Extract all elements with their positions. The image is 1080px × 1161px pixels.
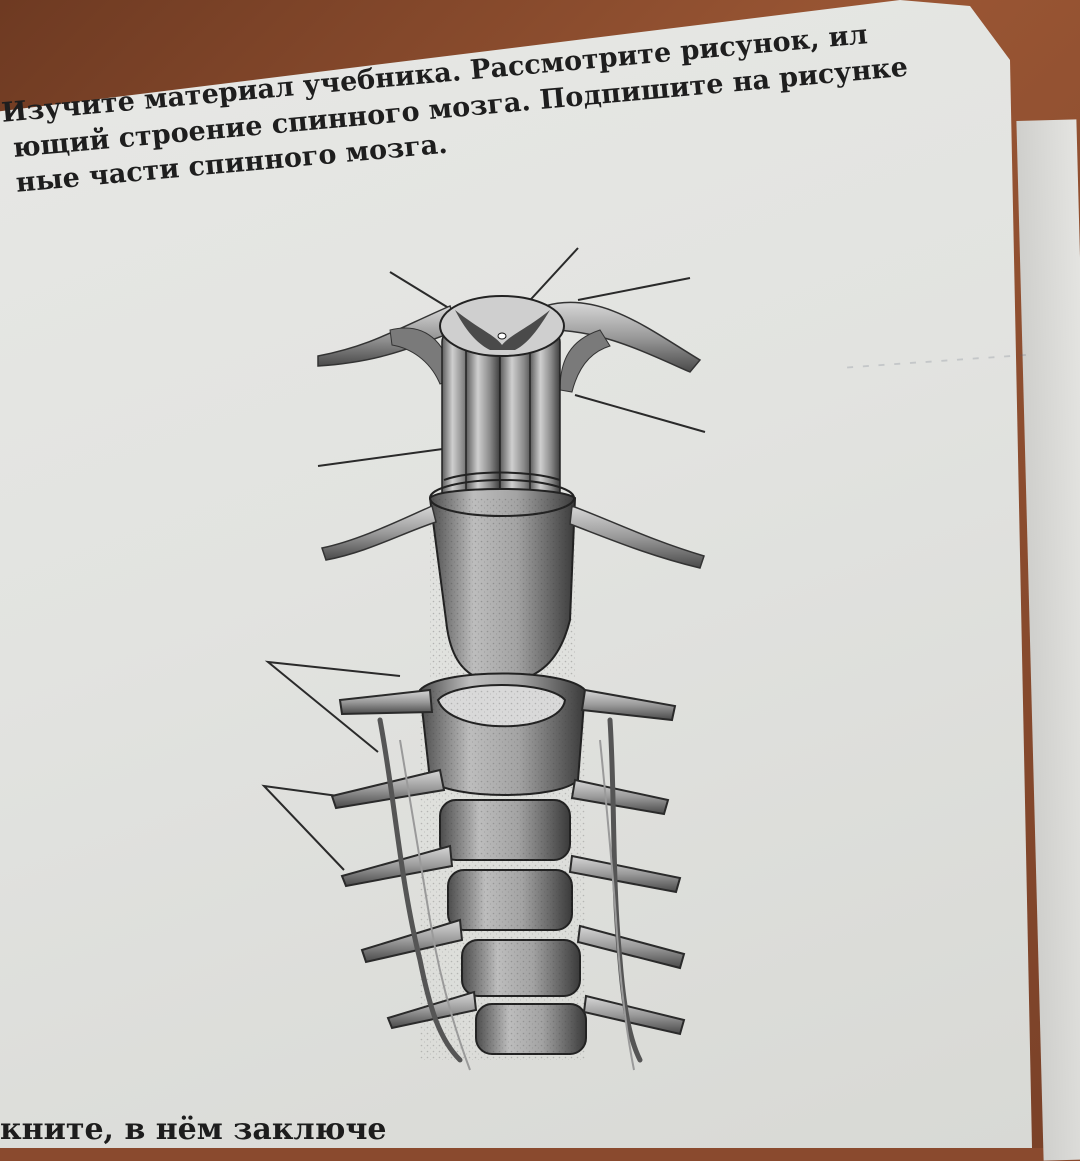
leader-line-vertebra [264,660,401,753]
mid-spinal-nerves [321,504,705,569]
cord-cross-section [439,295,565,357]
lateral-spinal-nerves [330,688,686,1036]
spinal-cord-columns [441,325,561,527]
leader-line-white-matter [317,447,451,467]
next-paragraph-text: кните, в нём заключе [0,1112,387,1147]
leader-lines [261,247,706,871]
leader-line-posterior-root [577,277,691,301]
leader-line-spinal-nerve [574,394,706,433]
upper-nerve-roots [317,301,702,393]
leader-line-nerves [261,784,345,871]
nerve-fibers [399,739,635,1071]
dura-mater-sheath [428,479,577,686]
